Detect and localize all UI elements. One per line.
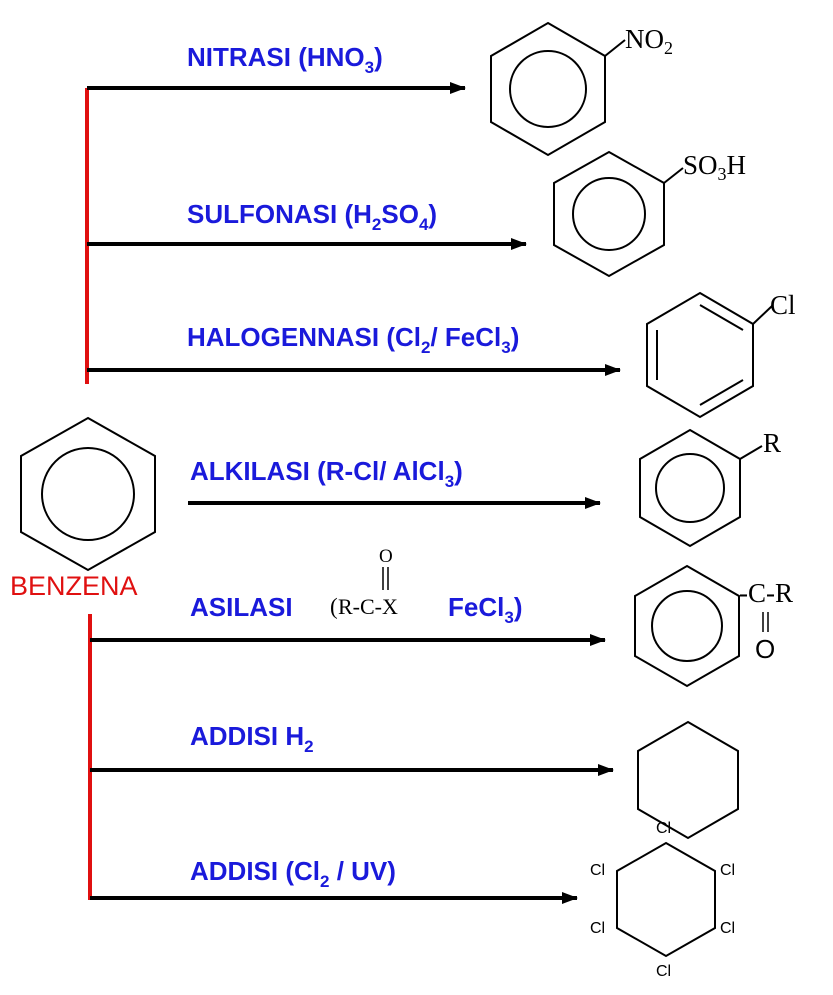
- hcc-cl-bottom: Cl: [656, 963, 671, 980]
- label-sulfonasi: SULFONASI (H2SO4): [187, 199, 437, 234]
- acyl-reagent-oxygen: O: [379, 546, 393, 567]
- product-hexachlorocyclohexane: [616, 841, 716, 958]
- hcc-cl-upper-right: Cl: [720, 862, 735, 879]
- hcc-cl-top: Cl: [656, 820, 671, 837]
- product-acylbenzene: [634, 564, 740, 688]
- product-chlorobenzene: [646, 291, 773, 419]
- benzena-label: BENZENA: [10, 571, 138, 601]
- acyl-reagent: O ( R-C-X: [330, 546, 398, 619]
- product-alkyl-group: R: [763, 428, 781, 458]
- label-asilasi-catalyst: FeCl3): [448, 592, 522, 627]
- product-alkylbenzene: [639, 428, 763, 548]
- product-nitro-group: NO2: [625, 24, 673, 58]
- label-addisi-cl2: ADDISI (Cl2 / UV): [190, 856, 396, 891]
- product-nitrobenzene: [490, 21, 626, 157]
- product-cyclohexane: [637, 720, 739, 840]
- product-sulfonic-acid: [553, 150, 684, 278]
- label-alkilasi: ALKILASI (R-Cl/ AlCl3): [190, 456, 463, 491]
- label-asilasi: ASILASI: [190, 592, 293, 622]
- benzene-reactant: [20, 416, 156, 572]
- label-addisi-h2: ADDISI H2: [190, 721, 314, 756]
- hcc-cl-upper-left: Cl: [590, 862, 605, 879]
- hcc-cl-lower-right: Cl: [720, 920, 735, 937]
- product-chloro-group: Cl: [770, 290, 796, 320]
- product-acyl-group: -C-R: [739, 578, 793, 608]
- hcc-cl-lower-left: Cl: [590, 920, 605, 937]
- label-halogennasi: HALOGENNASI (Cl2/ FeCl3): [187, 322, 519, 357]
- product-sulfo-group: SO3H: [683, 150, 746, 184]
- acyl-reagent-paren: (: [330, 594, 338, 619]
- label-nitrasi: NITRASI (HNO3): [187, 42, 383, 77]
- product-acyl-oxygen: O: [755, 634, 775, 664]
- acyl-reagent-formula: R-C-X: [338, 594, 398, 619]
